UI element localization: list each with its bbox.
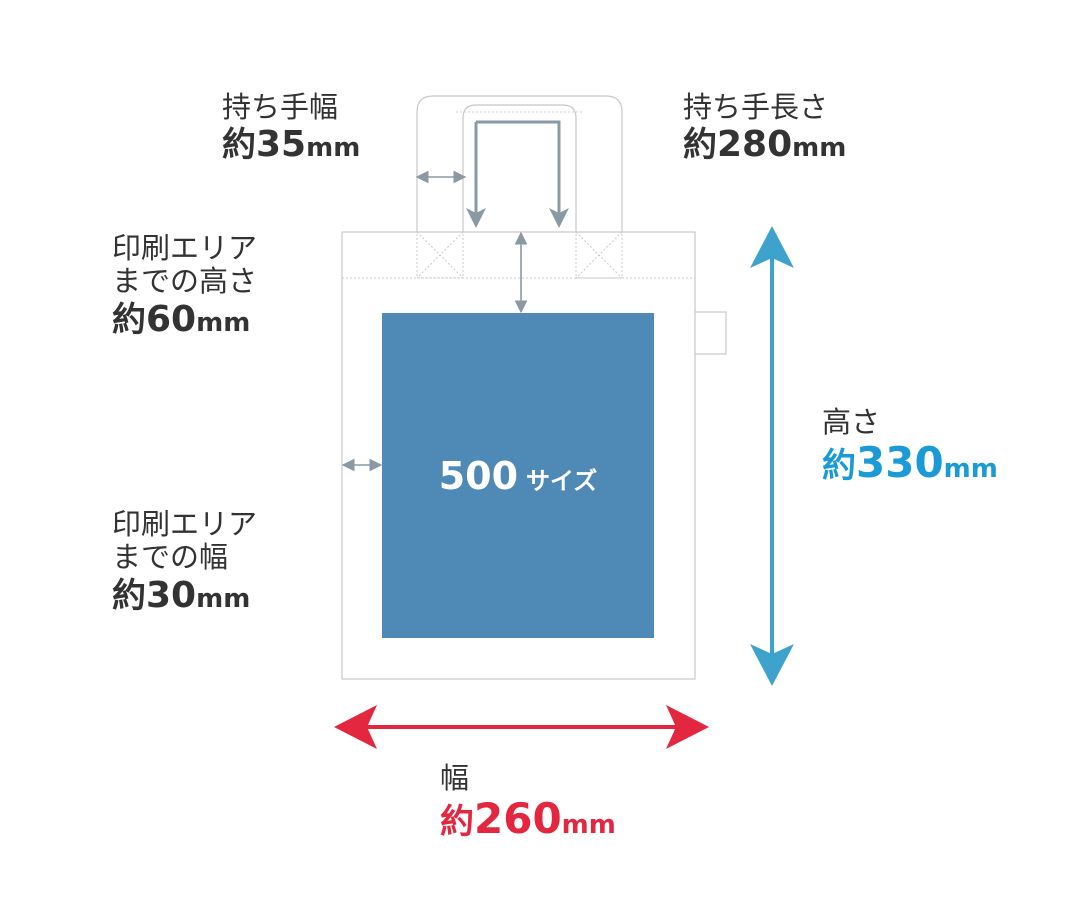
print-area-label: 500 サイズ	[382, 313, 654, 638]
width-arrow	[334, 705, 709, 749]
handle-attachment-left	[416, 231, 464, 279]
print-side-value: 約30mm	[112, 574, 251, 616]
width-value: 約260mm	[440, 794, 616, 844]
bag-handle-inner	[462, 104, 577, 232]
bag-handle-outer	[416, 95, 623, 232]
handle-length-title: 持ち手長さ	[683, 90, 829, 124]
handle-length-label: 持ち手長さ 約280mm	[683, 90, 847, 166]
handle-length-arrow	[474, 120, 561, 224]
print-top-value: 約60mm	[112, 298, 251, 340]
handle-width-title: 持ち手幅	[222, 90, 339, 124]
width-label: 幅 約260mm	[440, 761, 616, 844]
handle-length-arrowhead-left	[466, 208, 486, 228]
print-area	[382, 313, 654, 638]
height-title: 高さ	[822, 405, 881, 439]
handle-length-value: 約280mm	[683, 124, 847, 166]
height-label: 高さ 約330mm	[822, 405, 998, 488]
handle-width-value: 約35mm	[222, 124, 361, 166]
width-title: 幅	[440, 761, 470, 795]
handle-length-arrowhead-right	[549, 208, 569, 228]
print-area-size: 500	[438, 453, 519, 498]
print-side-title-1: 印刷エリア	[112, 507, 258, 541]
print-top-title-2: までの高さ	[112, 264, 258, 299]
print-side-label: 印刷エリア までの幅 約30mm	[112, 507, 258, 616]
print-top-title-1: 印刷エリア	[112, 231, 258, 265]
bag-side-tag	[694, 311, 727, 355]
height-value: 約330mm	[822, 438, 998, 488]
print-side-title-2: までの幅	[112, 540, 229, 575]
handle-attachment-right	[575, 231, 623, 279]
height-arrow	[750, 226, 794, 686]
handle-width-label: 持ち手幅 約35mm	[222, 90, 361, 166]
print-top-label: 印刷エリア までの高さ 約60mm	[112, 231, 258, 340]
print-area-suffix: サイズ	[526, 467, 598, 495]
